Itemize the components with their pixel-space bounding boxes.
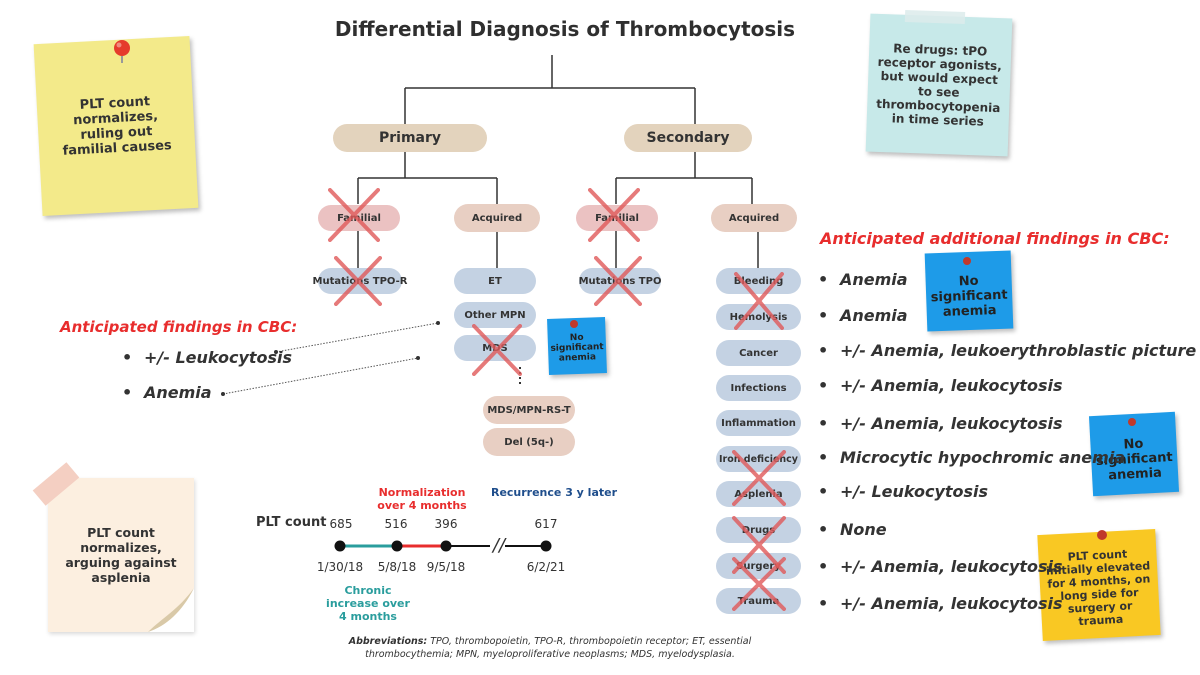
- node-trauma: Trauma: [716, 588, 801, 614]
- cross-secondary-familial: [588, 188, 640, 242]
- timeline-label: PLT count: [256, 515, 327, 530]
- cbc-right-item: •+/- Anemia, leukocytosis: [818, 594, 1063, 613]
- cross-surgery-trauma: [732, 557, 786, 611]
- pushpin-icon: [963, 257, 971, 265]
- node-drugs: Drugs: [716, 517, 801, 543]
- node-cancer: Cancer: [716, 340, 801, 366]
- node-asplenia: Asplenia: [716, 481, 801, 507]
- note-top-right-text: Re drugs: tPO receptor agonists, but wou…: [875, 41, 1003, 129]
- page-title: Differential Diagnosis of Thrombocytosis: [334, 17, 796, 41]
- cbc-right-item: •None: [818, 520, 887, 539]
- timeline-normalization: Normalization over 4 months: [377, 486, 467, 512]
- note-bottom-left: PLT count normalizes, arguing against as…: [48, 478, 194, 632]
- timeline-track: [334, 540, 552, 552]
- node-secondary-acquired: Acquired: [711, 204, 797, 232]
- cbc-right-item: •+/- Anemia, leukoerythroblastic picture: [818, 341, 1197, 360]
- timeline-date: 1/30/18: [316, 560, 364, 574]
- cross-drugs-surgery: [732, 516, 786, 574]
- timeline-value: 685: [329, 517, 353, 531]
- note-mds-text: No significant anemia: [550, 332, 604, 364]
- abbreviations-text: TPO, thrombopoietin, TPO-R, thrombopoiet…: [365, 636, 752, 660]
- cbc-right-heading: Anticipated additional findings in CBC:: [820, 229, 1170, 248]
- node-other-mpn: Other MPN: [454, 302, 536, 328]
- cbc-right-item: •+/- Anemia, leukocytosis: [818, 557, 1063, 576]
- abbreviations: Abbreviations: TPO, thrombopoietin, TPO-…: [340, 635, 760, 661]
- cbc-right-item: •+/- Anemia, leukocytosis: [818, 414, 1063, 433]
- timeline-chronic: Chronic increase over 4 months: [326, 584, 410, 623]
- timeline-recurrence: Recurrence 3 y later: [490, 486, 618, 499]
- note-anemia-1-text: No significant anemia: [930, 273, 1008, 320]
- timeline-date: 9/5/18: [426, 560, 466, 574]
- node-del-5q: Del (5q-): [483, 428, 575, 456]
- cbc-right-item: •+/- Anemia, leukocytosis: [818, 376, 1063, 395]
- tape-top-right: [904, 9, 966, 25]
- cbc-left-item: •Anemia: [122, 383, 212, 402]
- node-bleeding: Bleeding: [716, 268, 801, 294]
- cbc-left-heading: Anticipated findings in CBC:: [60, 318, 298, 336]
- timeline-break: //: [492, 535, 506, 556]
- node-primary-acquired: Acquired: [454, 204, 540, 232]
- cross-bleeding-hemolysis: [734, 272, 784, 330]
- pushpin-icon: [570, 320, 578, 328]
- cbc-right-item: •Anemia: [818, 306, 908, 325]
- cross-mutations-tpo: [594, 256, 642, 306]
- node-hemolysis: Hemolysis: [716, 304, 801, 330]
- node-primary: Primary: [333, 124, 487, 152]
- cbc-right-item: •+/- Leukocytosis: [818, 482, 989, 501]
- page-curl-icon: [148, 588, 194, 632]
- cbc-right-item: •Microcytic hypochromic anemia: [818, 448, 1126, 467]
- cross-mds: [472, 324, 522, 376]
- node-et: ET: [454, 268, 536, 294]
- timeline-value: 516: [384, 517, 408, 531]
- cross-mutations-tpo-r: [334, 256, 382, 306]
- node-surgery: Surgery: [716, 553, 801, 579]
- abbreviations-label: Abbreviations:: [348, 636, 428, 647]
- node-secondary: Secondary: [624, 124, 752, 152]
- node-mds-mpn-rs-t: MDS/MPN-RS-T: [483, 396, 575, 424]
- cross-iron-asplenia: [732, 450, 786, 506]
- pushpin-icon: [114, 40, 130, 63]
- timeline-date: 5/8/18: [377, 560, 417, 574]
- node-inflammation: Inflammation: [716, 410, 801, 436]
- timeline-value: 617: [534, 517, 558, 531]
- cross-primary-familial: [328, 188, 380, 242]
- note-top-right: Re drugs: tPO receptor agonists, but wou…: [865, 13, 1013, 157]
- timeline-value: 396: [434, 517, 458, 531]
- node-iron-deficiency: Iron deficiency: [716, 446, 801, 472]
- note-bottom-left-text: PLT count normalizes, arguing against as…: [65, 525, 177, 585]
- note-surgery: PLT count initially elevated for 4 month…: [1037, 528, 1161, 642]
- note-top-left-text: PLT count normalizes, ruling out familia…: [62, 94, 173, 159]
- node-infections: Infections: [716, 375, 801, 401]
- pushpin-icon: [1097, 530, 1107, 540]
- cbc-left-item: •+/- Leukocytosis: [122, 348, 293, 367]
- cbc-right-item: •Anemia: [818, 270, 908, 289]
- pushpin-icon: [1128, 418, 1136, 426]
- timeline-date: 6/2/21: [526, 560, 566, 574]
